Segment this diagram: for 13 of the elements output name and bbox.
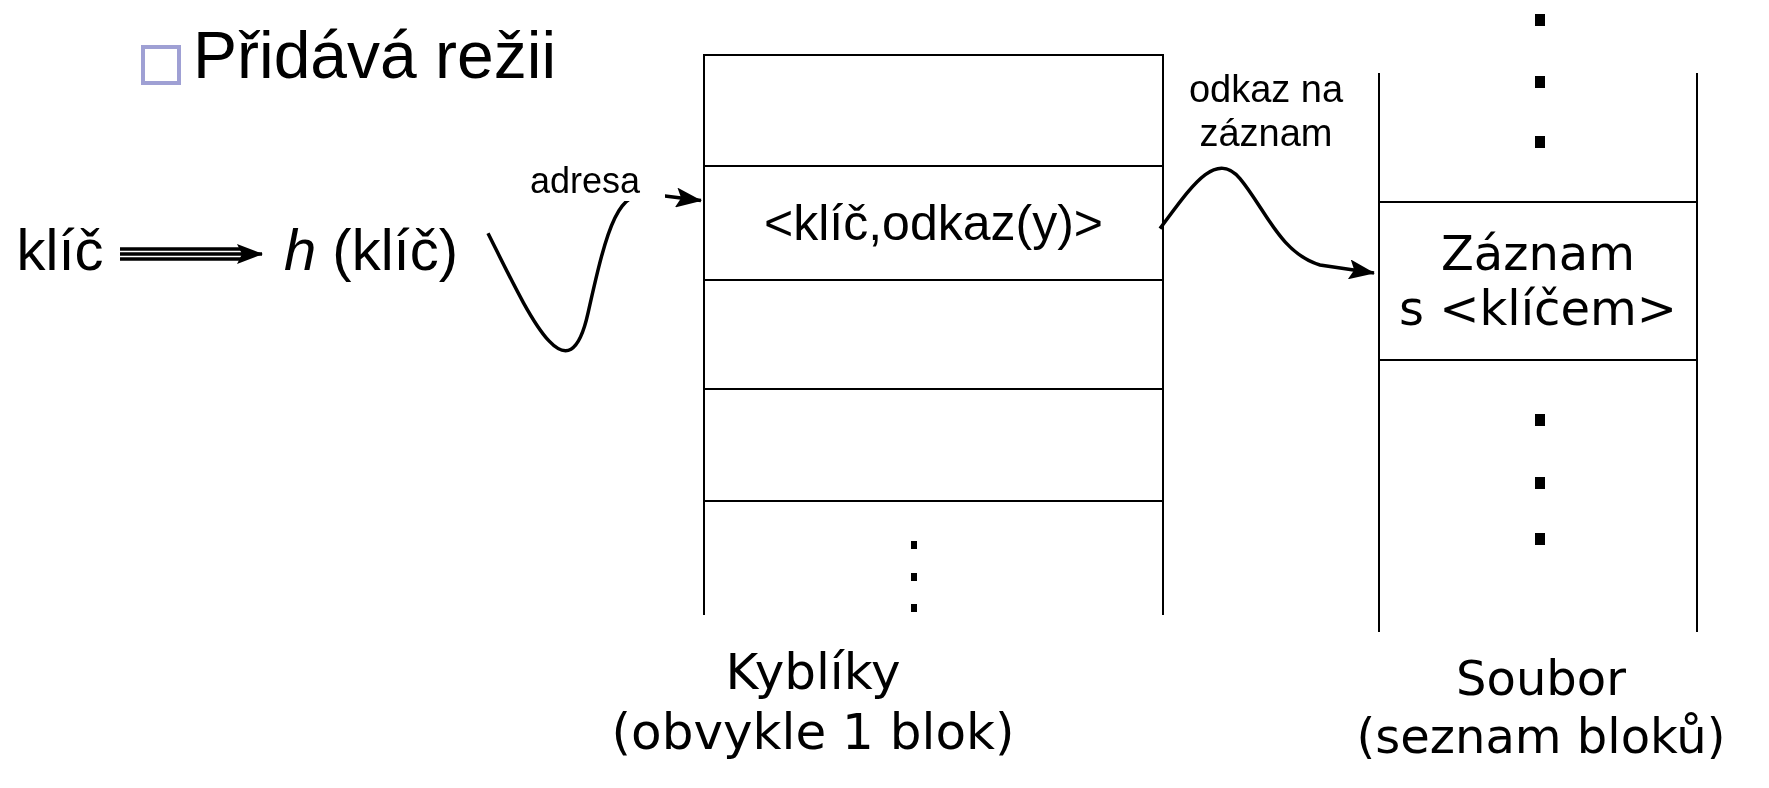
empty-cell	[703, 279, 1164, 390]
bucket-cell: <klíč,odkaz(y)>	[703, 167, 1164, 279]
empty-cell	[703, 388, 1164, 502]
column-caption: Kyblíky (obvykle 1 blok)	[610, 642, 1016, 762]
empty-cell	[703, 54, 1164, 167]
title: Přidává režii	[193, 22, 557, 88]
column-caption: Soubor (seznam bloků)	[1355, 650, 1727, 766]
arrow	[1158, 166, 1375, 280]
hash-text: h (klíč)	[268, 208, 474, 292]
record-cell: Záznam s <klíčem>	[1378, 201, 1698, 361]
arrow	[486, 187, 702, 352]
arrow	[118, 244, 264, 264]
key-text: klíč	[8, 208, 112, 292]
